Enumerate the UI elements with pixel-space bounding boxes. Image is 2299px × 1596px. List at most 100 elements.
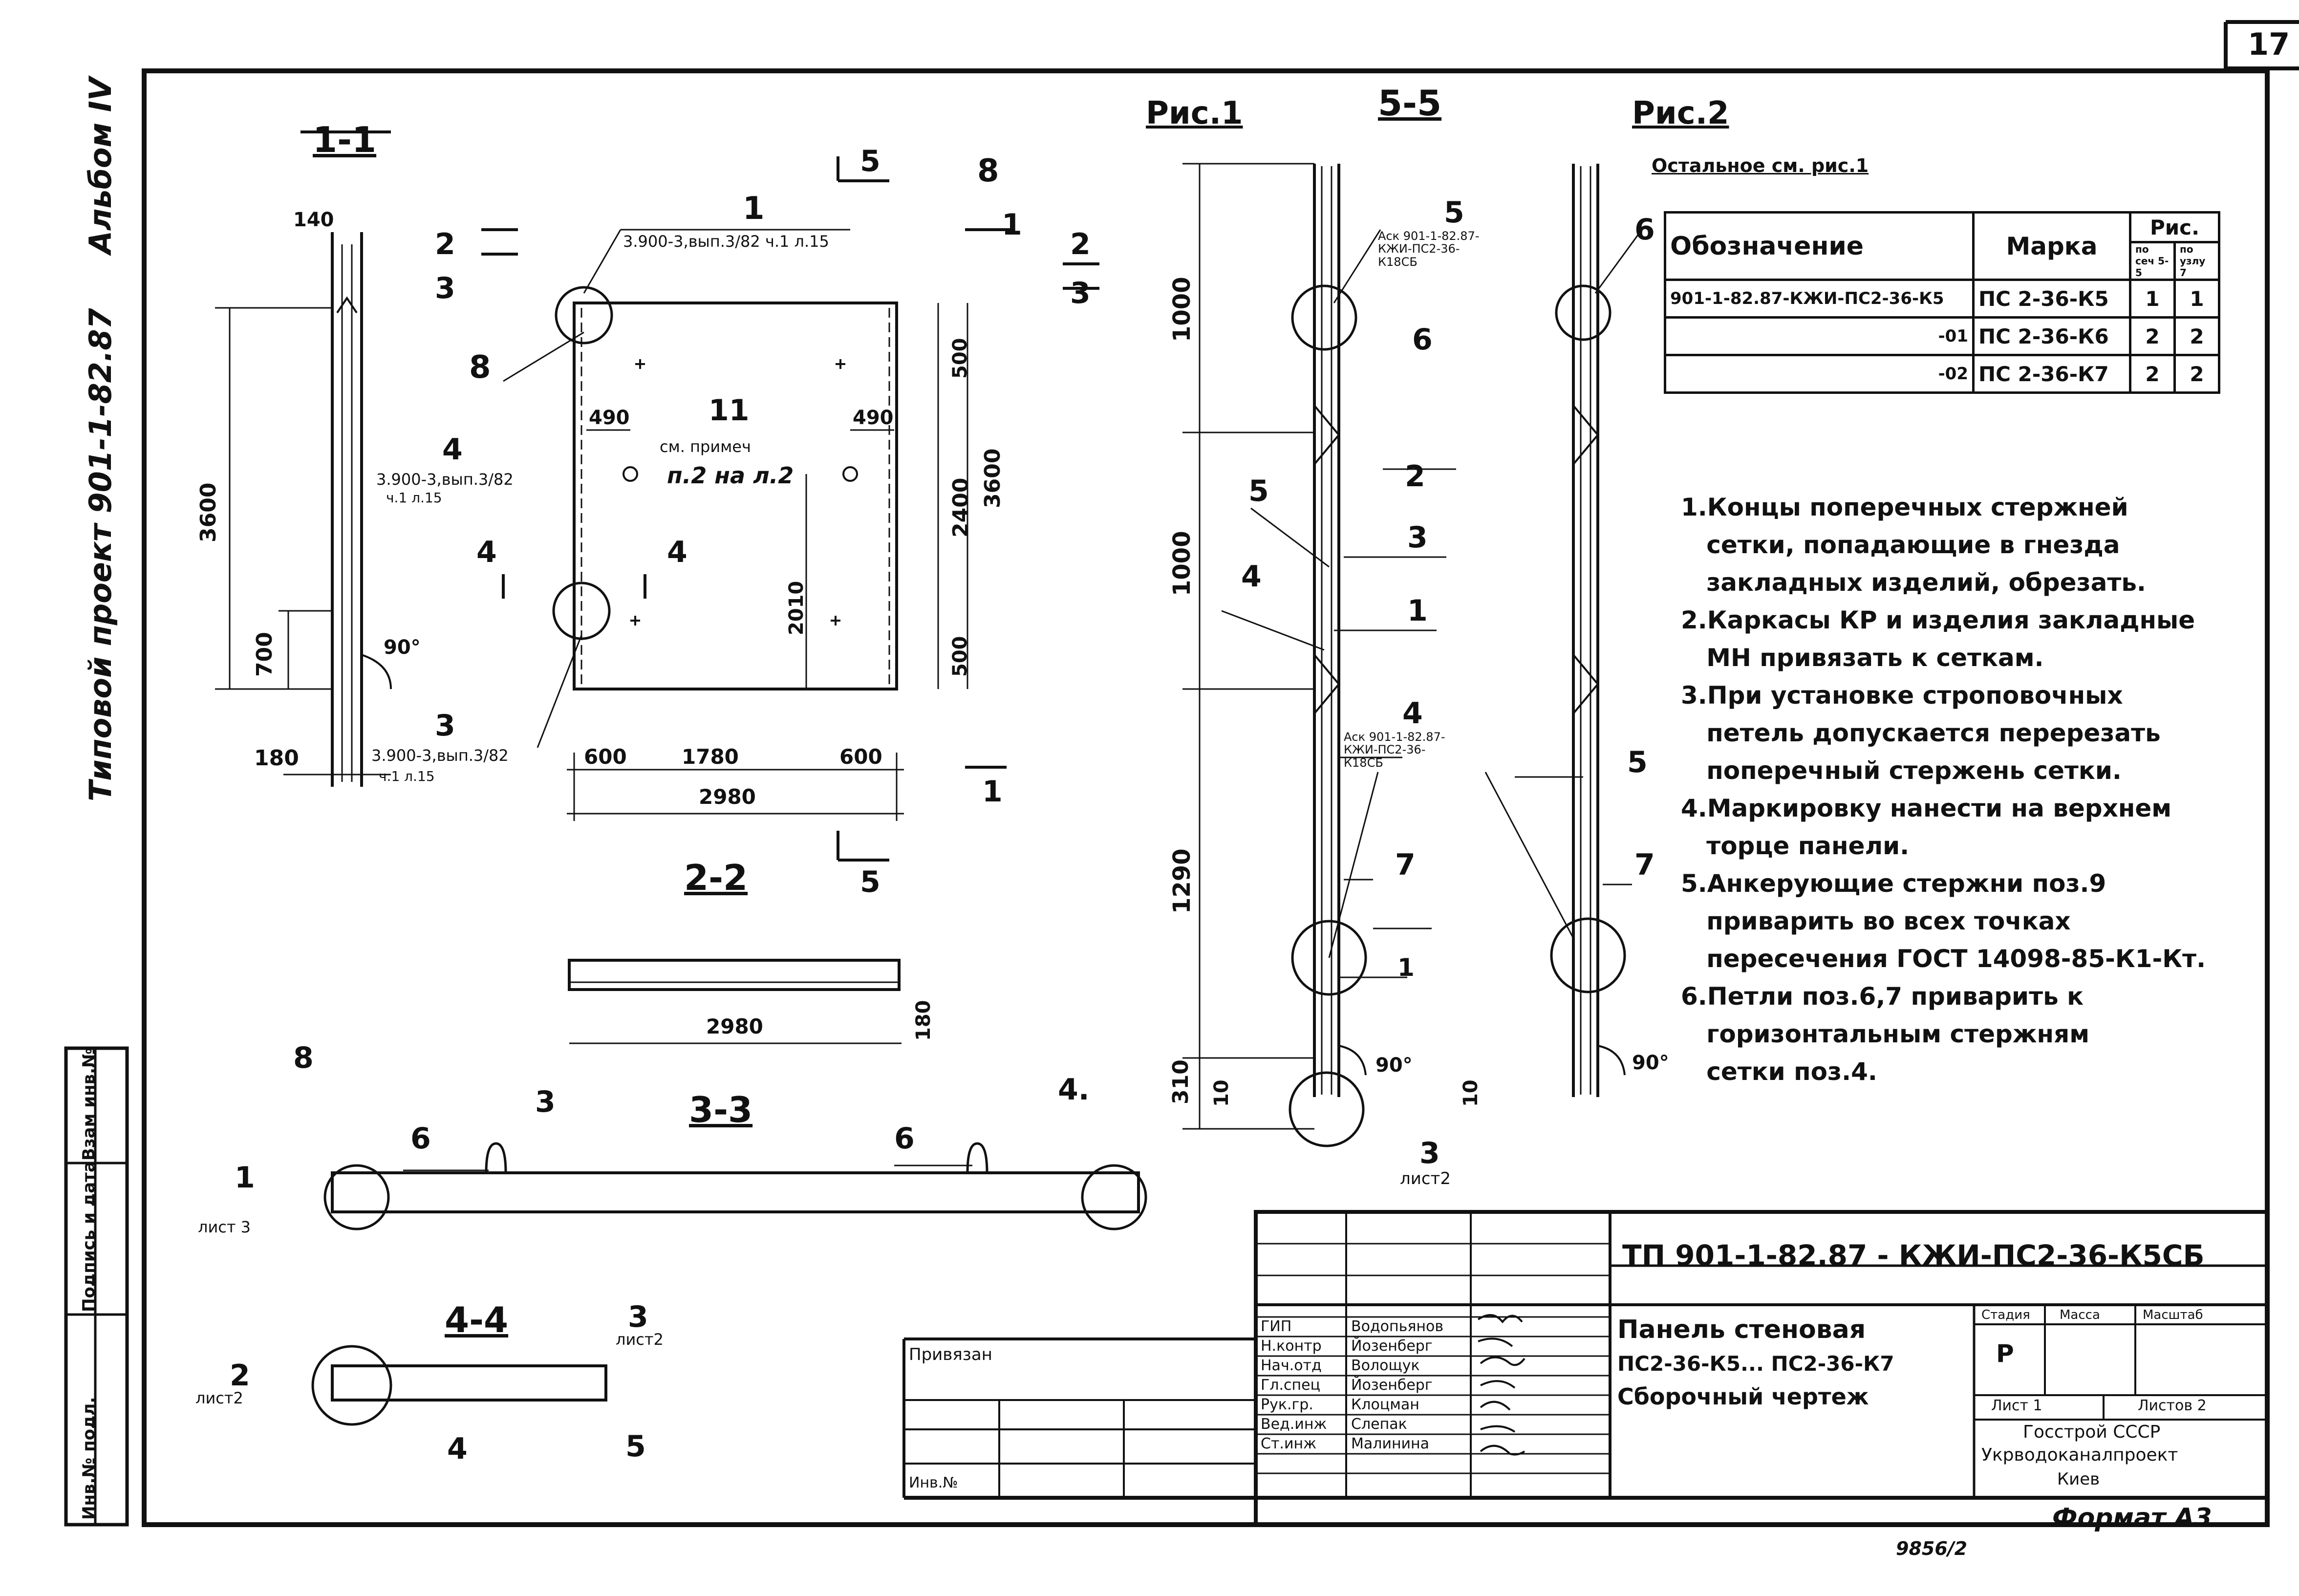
section-1-1-title: 1-1 <box>313 119 377 160</box>
callout-8-left: 8 <box>469 349 491 386</box>
title-block-org-2: Укрводоканалпроект <box>1981 1445 2178 1465</box>
section-mark-5-bottom: 5 <box>860 865 881 899</box>
sheet-number: 17 <box>2248 26 2290 62</box>
callout-2-s55: 2 <box>1405 459 1425 494</box>
note-line: закладных изделий, обрезать. <box>1681 568 2146 597</box>
title-block-code: ТП 901-1-82.87 - КЖИ-ПС2-36-К5СБ <box>1622 1239 2205 1272</box>
title-block-name-3: Сборочный чертеж <box>1617 1383 1869 1410</box>
callout-3-s44: 3 <box>628 1300 648 1334</box>
title-block-name-2: ПС2-36-К5... ПС2-36-К7 <box>1617 1352 1894 1376</box>
callout-4-s44: 4 <box>447 1432 468 1466</box>
sheet-ref-s44-left: лист2 <box>195 1389 243 1407</box>
title-block-h-mass: Масса <box>2060 1308 2100 1322</box>
title-block-binding: Привязан <box>909 1345 992 1364</box>
spec-table: Обозначение Марка Рис. по сеч 5-5 по узл… <box>1664 211 2220 394</box>
section-3-3-title: 3-3 <box>689 1089 753 1130</box>
angle-90-1: 90° <box>384 636 421 659</box>
callout-1-right: 1 <box>1002 208 1022 242</box>
side-col-inv: Инв.№ подл. <box>79 1397 99 1520</box>
ref-callout-4b: ч.1 л.15 <box>386 490 442 506</box>
dim-2010: 2010 <box>785 581 808 635</box>
section-mark-1-bottom: 1 <box>982 775 1003 809</box>
spec-row-2-a: 2 <box>2129 316 2176 356</box>
spec-row-3-mark: ПС 2-36-К7 <box>1972 354 2131 394</box>
format-label: Формат А3 <box>2052 1503 2212 1532</box>
title-block-inv: Инв.№ <box>909 1474 958 1491</box>
dim-180-s22: 180 <box>912 1000 935 1041</box>
spec-h-sub1: по сеч 5-5 <box>2129 241 2176 281</box>
dim-310: 310 <box>1168 1059 1193 1104</box>
callout-2-right: 2 <box>1070 227 1091 261</box>
staff-role: Рук.гр. <box>1261 1396 1313 1413</box>
staff-name: Йозенберг <box>1351 1377 1433 1394</box>
note-line: 3.При установке строповочных <box>1681 681 2123 710</box>
dim-140: 140 <box>293 209 334 231</box>
dim-3600-front: 3600 <box>980 448 1005 508</box>
ref-callout-3a: 3.900-3,вып.3/82 <box>371 746 509 765</box>
callout-4-s55-left: 4 <box>1241 560 1262 594</box>
callout-5-s55-left: 5 <box>1248 474 1269 508</box>
spec-row-1-designation: 901-1-82.87-КЖИ-ПС2-36-К5 <box>1664 279 1975 319</box>
angle-90-ris2: 90° <box>1632 1052 1669 1074</box>
note-line: торце панели. <box>1681 832 1910 860</box>
spec-row-3-a: 2 <box>2129 354 2176 394</box>
dim-1290: 1290 <box>1168 848 1196 914</box>
dim-500-bottom: 500 <box>949 636 971 677</box>
callout-1-s33: 1 <box>235 1161 255 1195</box>
dim-3600-left: 3600 <box>196 482 221 542</box>
spec-h-sub2: по узлу 7 <box>2173 241 2220 281</box>
callout-1-s55-low: 1 <box>1397 953 1415 982</box>
dim-700: 700 <box>252 632 277 677</box>
spec-row-2-b: 2 <box>2173 316 2220 356</box>
side-col-replace: Взам инв.№ <box>79 1048 99 1161</box>
callout-5-top: 5 <box>860 144 881 178</box>
callout-6-s33-right: 6 <box>894 1122 915 1156</box>
archive-number: 9856/2 <box>1896 1538 1968 1559</box>
angle-90-s55: 90° <box>1375 1054 1413 1077</box>
fig-2-rest-note: Остальное см. рис.1 <box>1652 155 1869 176</box>
note-line: 6.Петли поз.6,7 приварить к <box>1681 982 2084 1011</box>
ref-5-s55: Аск 901-1-82.87-КЖИ-ПС2-36-К18СБ <box>1378 229 1480 269</box>
callout-5-s44: 5 <box>625 1429 646 1464</box>
note-line: 4.Маркировку нанести на верхнем <box>1681 794 2172 822</box>
callout-8-s33: 8 <box>293 1041 314 1075</box>
note-line: горизонтальным стержням <box>1681 1020 2090 1048</box>
spec-row-2-designation: -01 <box>1664 316 1975 356</box>
dim-2980-front: 2980 <box>699 785 756 809</box>
fig-1-title: Рис.1 <box>1146 95 1243 131</box>
spec-row-1-mark: ПС 2-36-К5 <box>1972 279 2131 319</box>
title-block-stage: Р <box>1996 1339 2014 1368</box>
callout-4-s55: 4 <box>1402 696 1423 731</box>
title-block-h-scale: Масштаб <box>2143 1308 2203 1322</box>
dim-10-s55: 10 <box>1210 1079 1233 1107</box>
note-see-remark-2: п.2 на л.2 <box>667 462 794 489</box>
spec-row-1-b: 1 <box>2173 279 2220 319</box>
note-line: приварить во всех точках <box>1681 907 2071 935</box>
title-block-org-3: Киев <box>2057 1469 2100 1489</box>
section-2-2-title: 2-2 <box>684 857 748 898</box>
callout-11: 11 <box>709 393 750 428</box>
title-block-h-stage: Стадия <box>1981 1308 2030 1322</box>
dim-1000-top: 1000 <box>1168 277 1196 342</box>
staff-name: Йозенберг <box>1351 1337 1433 1355</box>
callout-3-s55-bottom: 3 <box>1419 1136 1440 1170</box>
staff-name: Водопьянов <box>1351 1318 1444 1335</box>
section-4-4-title: 4-4 <box>445 1299 509 1340</box>
callout-7-s55: 7 <box>1395 848 1416 882</box>
callout-4-s33: 4. <box>1058 1073 1090 1107</box>
callout-3-left: 3 <box>435 271 455 305</box>
callout-1-front: 1 <box>743 191 765 227</box>
section-mark-4-right: 4 <box>667 535 688 569</box>
callout-3-right: 3 <box>1070 276 1091 310</box>
callout-5-s55: 5 <box>1444 195 1464 230</box>
note-line: сетки поз.4. <box>1681 1057 1877 1086</box>
sheet-ref-s55: лист2 <box>1400 1169 1451 1188</box>
callout-5-s55-right: 5 <box>1627 745 1648 779</box>
staff-role: Гл.спец <box>1261 1377 1320 1394</box>
title-block-org-1: Госстрой СССР <box>2023 1422 2161 1442</box>
ref-callout-3b: ч.1 л.15 <box>379 768 435 784</box>
note-line: 2.Каркасы КР и изделия закладные <box>1681 606 2195 634</box>
note-line: 1.Концы поперечных стержней <box>1681 493 2128 521</box>
callout-6-s55: 6 <box>1412 323 1433 357</box>
dim-2400: 2400 <box>948 477 973 538</box>
